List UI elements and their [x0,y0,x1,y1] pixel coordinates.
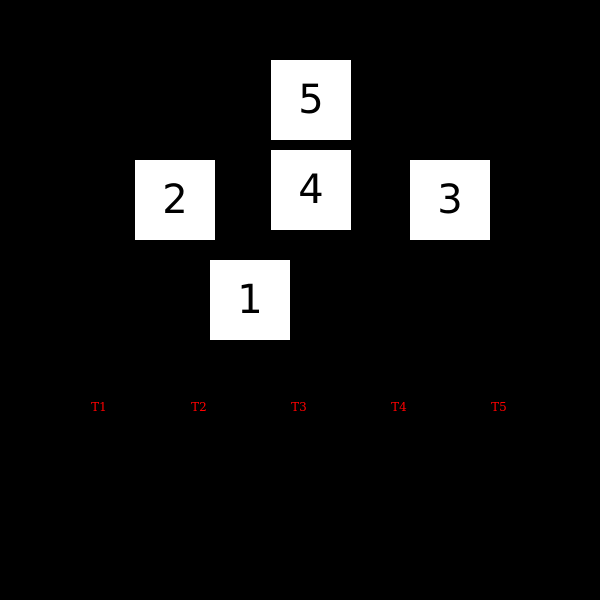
tick-label-t5: T5 [491,400,507,414]
block-label: 2 [162,177,188,223]
block-4[interactable]: 4 [271,150,351,230]
tick-label-t3: T3 [291,400,307,414]
block-label: 1 [237,277,263,323]
tick-label-t2: T2 [191,400,207,414]
block-2[interactable]: 2 [135,160,215,240]
block-label: 4 [298,167,324,213]
tick-label-t4: T4 [391,400,407,414]
block-3[interactable]: 3 [410,160,490,240]
block-label: 5 [298,77,324,123]
block-5[interactable]: 5 [271,60,351,140]
tick-label-t1: T1 [91,400,107,414]
block-label: 3 [437,177,463,223]
block-1[interactable]: 1 [210,260,290,340]
